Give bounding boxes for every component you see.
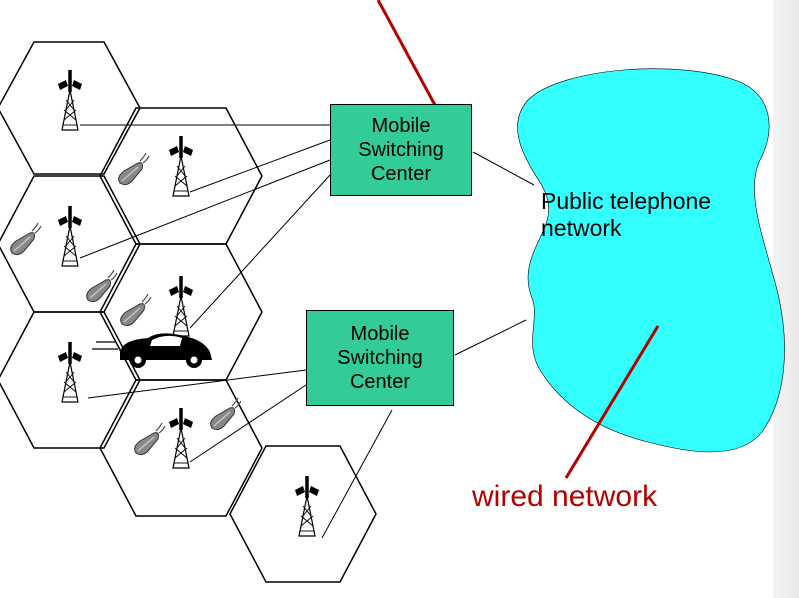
msc-bottom-box: Mobile Switching Center <box>306 310 454 406</box>
connection-lines <box>79 124 535 539</box>
cell-phone-icon <box>10 222 42 256</box>
annotation-pointer-wired <box>564 325 660 479</box>
msc-top-box: Mobile Switching Center <box>330 104 472 196</box>
antenna-tower-icon <box>167 406 195 470</box>
link-msc2-cloud <box>454 319 527 356</box>
cell-phone-icon <box>134 422 166 456</box>
msc-bottom-line3: Center <box>349 371 411 393</box>
hex-cell-6 <box>99 379 263 517</box>
antenna-tower-icon <box>56 204 84 268</box>
link-cell7-msc2 <box>321 409 393 539</box>
msc-top-line2: Switching <box>358 139 444 161</box>
hex-cell-7 <box>229 445 377 583</box>
cloud-label: Public telephone network <box>541 188 711 242</box>
antenna-tower-icon <box>167 274 195 338</box>
link-cell3-msc <box>79 159 331 259</box>
hex-cell-5 <box>0 311 141 449</box>
cell-phone-icon <box>210 397 242 431</box>
link-msc-cloud-top <box>472 151 535 186</box>
antenna-tower-icon <box>293 474 321 538</box>
public-network-cloud <box>517 68 785 453</box>
wired-network-label: wired network <box>472 480 658 513</box>
antenna-tower-icon <box>56 68 84 132</box>
link-cell4-msc <box>189 174 331 329</box>
msc-top-line1: Mobile <box>371 115 431 137</box>
cell-grid <box>0 41 377 583</box>
msc-bottom-line1: Mobile <box>350 323 410 345</box>
cell-phone-icon <box>120 293 152 327</box>
antenna-tower-icon <box>167 134 195 198</box>
link-cell2-msc <box>189 139 331 193</box>
annotation-pointer-top <box>376 0 444 119</box>
antenna-tower-icon <box>56 340 84 404</box>
link-cell6-msc2 <box>189 384 307 463</box>
msc-bottom-line2: Switching <box>337 347 423 369</box>
cell-phone-icon <box>118 152 150 186</box>
msc-top-line3: Center <box>370 163 432 185</box>
cloud-label-line1: Public telephone <box>541 188 712 214</box>
car-icon <box>92 333 212 368</box>
hex-cell-1 <box>0 41 141 175</box>
cloud-label-line2: network <box>541 215 622 242</box>
link-cell5-msc2 <box>87 369 307 399</box>
